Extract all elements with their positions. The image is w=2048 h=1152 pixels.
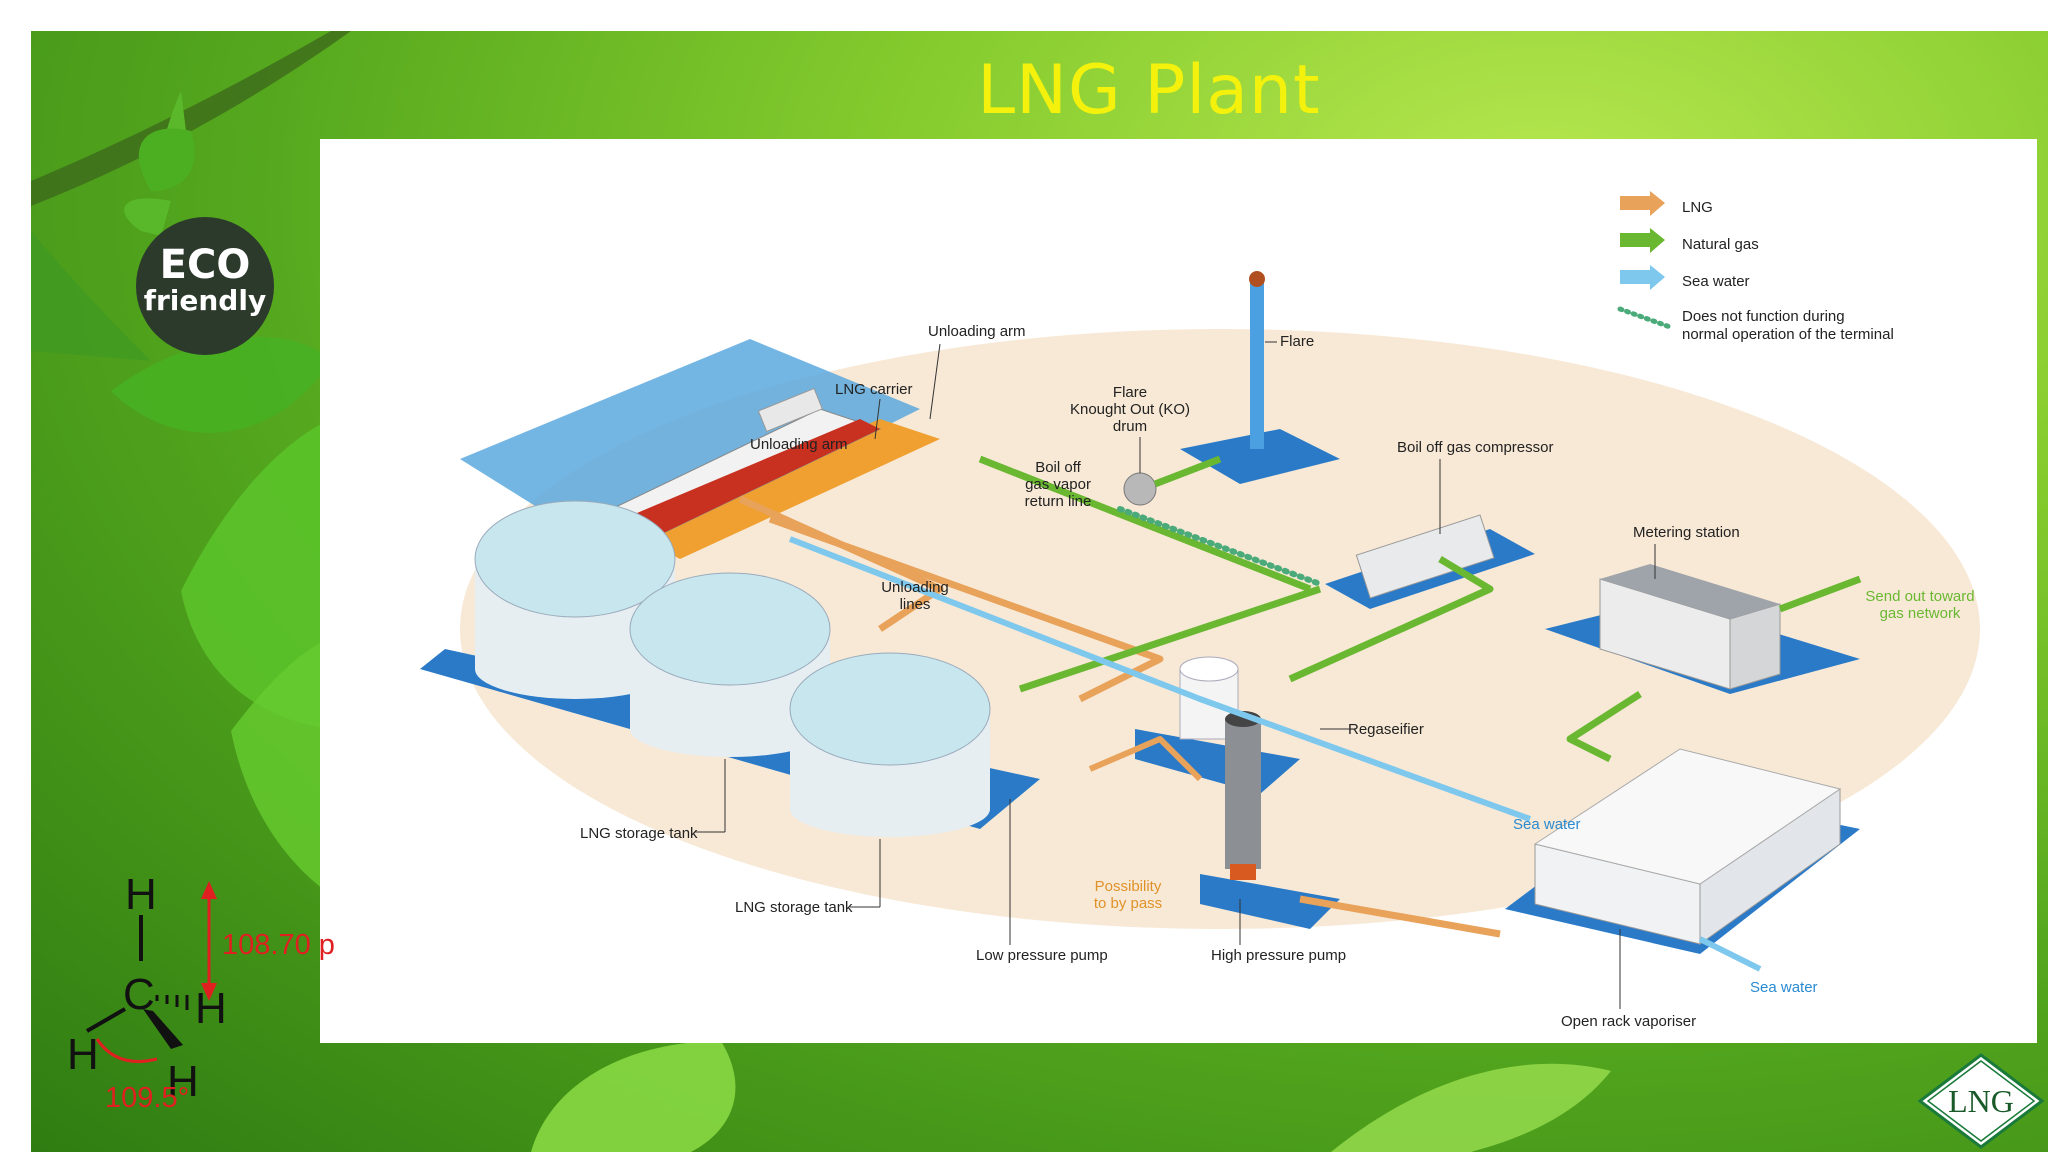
flare-platform — [1180, 429, 1340, 484]
legend-dotted-label-1: Does not function during — [1682, 308, 1845, 325]
label-sea-water-2: Sea water — [1750, 979, 1818, 996]
label-metering-station: Metering station — [1633, 524, 1740, 541]
label-unloading-arm-left: Unloading arm — [750, 436, 848, 453]
legend-sea-water-label: Sea water — [1682, 273, 1750, 290]
ko-drum — [1123, 472, 1157, 506]
label-unloading-lines-2: lines — [900, 596, 931, 613]
label-low-pressure-pump: Low pressure pump — [976, 947, 1108, 964]
label-flare: Flare — [1280, 333, 1314, 350]
open-rack-vaporiser — [1533, 748, 1842, 945]
label-boil-off-return-2: gas vapor — [1025, 476, 1091, 493]
label-unloading-arm-top: Unloading arm — [928, 323, 1026, 340]
eco-badge-line1: ECO — [159, 242, 251, 288]
label-open-rack-vaporiser: Open rack vaporiser — [1561, 1013, 1696, 1030]
label-unloading-lines-1: Unloading — [881, 579, 949, 596]
lng-plant-diagram: LNG Natural gas Sea water Does not funct… — [320, 139, 2037, 1043]
jetty — [625, 419, 940, 559]
metering-station — [1599, 564, 1781, 690]
bond-length-label: 108.70 p — [222, 929, 335, 961]
methane-bond-right-hashed — [155, 995, 189, 1010]
label-lng-carrier: LNG carrier — [835, 381, 913, 398]
gas-ko-to-flare — [1153, 455, 1222, 488]
legend-sea-water-arrow — [1620, 265, 1665, 290]
legend-dotted-label-2: normal operation of the terminal — [1682, 326, 1894, 343]
label-ko-drum-2: Knought Out (KO) — [1070, 401, 1190, 418]
methane-h-bottom: H — [167, 1057, 199, 1106]
label-boil-off-return-3: return line — [1025, 493, 1092, 510]
leader-lines — [695, 341, 1656, 1009]
lng-logo-text: LNG — [1948, 1083, 2014, 1119]
lng-storage-tank-3 — [789, 652, 991, 837]
legend-lng-arrow — [1620, 191, 1665, 216]
methane-molecule: H C H H H 108.70 p 109.5° — [67, 870, 335, 1114]
gas-vaporiser-to-metering — [1566, 691, 1642, 763]
lng-line-lp-to-hp — [1088, 736, 1203, 782]
flare-tip — [1249, 271, 1265, 287]
lng-storage-tank-1 — [474, 500, 676, 699]
label-ko-drum-1: Flare — [1113, 384, 1147, 401]
label-boil-off-return-1: Boil off — [1035, 459, 1081, 476]
label-sea-water-1: Sea water — [1513, 816, 1581, 833]
label-send-out-1: Send out toward — [1865, 588, 1974, 605]
label-send-out-2: gas network — [1880, 605, 1961, 622]
label-high-pressure-pump: High pressure pump — [1211, 947, 1346, 964]
lng-logo: LNG — [1917, 1053, 2045, 1149]
lng-line-hp-to-vaporiser — [1299, 895, 1501, 938]
gas-compressor-to-regasifier — [1288, 555, 1494, 683]
legend-natural-gas-label: Natural gas — [1682, 236, 1759, 253]
flare-stack — [1250, 279, 1264, 449]
boil-off-gas-compressor — [1355, 514, 1495, 599]
methane-bond-wedge — [143, 1009, 183, 1049]
legend-lng-label: LNG — [1682, 199, 1713, 216]
methane-h-left: H — [67, 1030, 99, 1079]
eco-friendly-badge: ECO friendly — [136, 217, 274, 355]
flare-dotted-line — [1117, 506, 1323, 587]
label-bypass-1: Possibility — [1095, 878, 1162, 895]
label-lng-storage-tank-1: LNG storage tank — [580, 825, 698, 842]
sea-water-intake — [788, 536, 1532, 822]
eco-badge-line2: friendly — [143, 284, 267, 317]
methane-h-top: H — [125, 870, 157, 919]
label-ko-drum-3: drum — [1113, 418, 1147, 435]
lng-storage-tank-2 — [629, 572, 831, 757]
methane-bond-left — [85, 1007, 127, 1033]
high-pressure-pump-platform — [1200, 874, 1340, 929]
slide-title: LNG Plant — [977, 51, 1321, 130]
lng-line-to-pumps — [768, 515, 1164, 703]
legend-dotted-line — [1617, 306, 1673, 330]
label-bypass-2: to by pass — [1094, 895, 1162, 912]
label-lng-storage-tank-2: LNG storage tank — [735, 899, 853, 916]
bond-angle-arc — [95, 1038, 158, 1063]
gas-return-line — [978, 455, 1312, 593]
legend: LNG Natural gas Sea water Does not funct… — [1617, 191, 1894, 343]
gas-to-compressor — [1018, 585, 1322, 693]
bond-angle-label: 109.5° — [105, 1082, 189, 1114]
slide: LNG Plant ECO friendly — [31, 31, 2048, 1152]
label-boil-off-compressor: Boil off gas compressor — [1397, 439, 1553, 456]
gas-send-out — [1778, 575, 1862, 613]
legend-natural-gas-arrow — [1620, 228, 1665, 253]
label-regasifier: Regaseifier — [1348, 721, 1424, 738]
high-pressure-pump — [1225, 711, 1261, 880]
sea-water-outlet — [1698, 936, 1762, 972]
